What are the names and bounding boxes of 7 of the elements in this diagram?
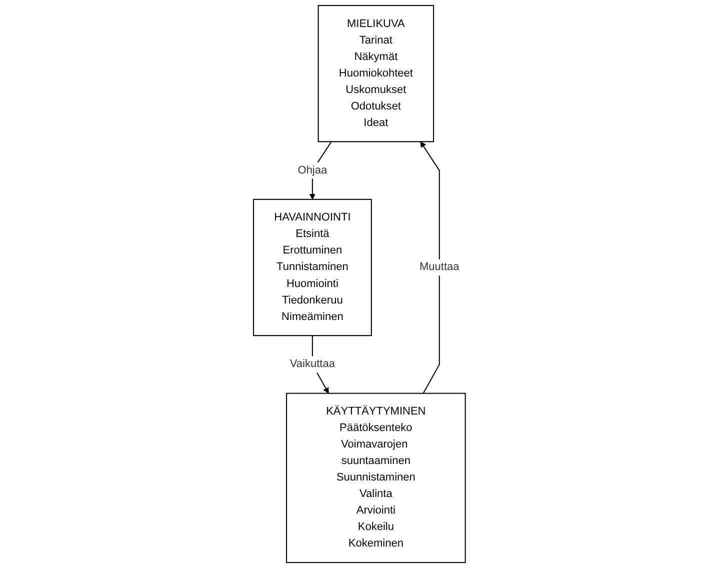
node-box: KÄYTTÄYTYMINEN Päätöksenteko Voimavarojen suuntaaminen Suunnistaminen Valinta Arviointi Kokeilu Kokeminen bbox=[286, 392, 466, 564]
edge-label: Vaikuttaa bbox=[290, 358, 336, 370]
node-box: HAVAINNOINTI Etsintä Erottuminen Tunnistaminen Huomiointi Tiedonkeruu Nimeäminen bbox=[253, 198, 372, 336]
arrow bbox=[420, 141, 440, 394]
edge-label: Muuttaa bbox=[420, 261, 460, 273]
node-box: MIELIKUVA Tarinat Näkymät Huomiokohteet Uskomukset Odotukset Ideat bbox=[318, 4, 434, 142]
edge-label: Ohjaa bbox=[298, 164, 328, 176]
